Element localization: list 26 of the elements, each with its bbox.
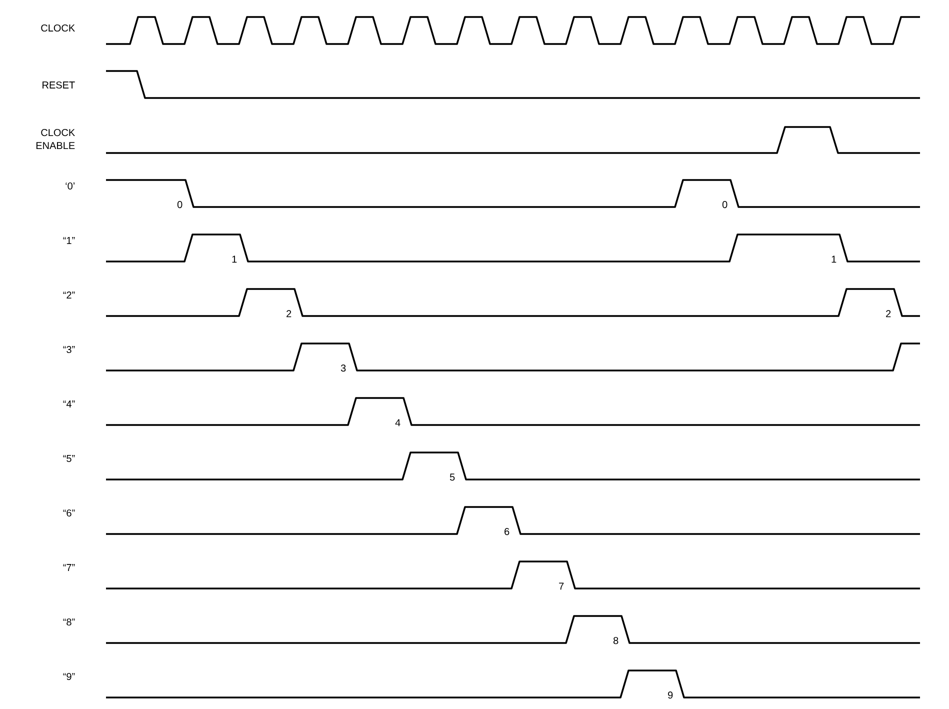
count-label: 9 — [668, 692, 673, 699]
count-label: 1 — [832, 256, 836, 263]
signal-label: “9” — [63, 672, 75, 680]
count-label: 4 — [395, 419, 400, 426]
count-label: 1 — [232, 256, 237, 263]
signal-label: “6” — [63, 509, 75, 517]
signal-label: ‘0’ — [66, 182, 74, 190]
signal-label: CLOCK — [41, 24, 75, 32]
count-label: 2 — [286, 310, 292, 318]
signal-label: “5” — [63, 455, 75, 462]
count-label: 3 — [340, 364, 346, 372]
signal-label: “2” — [63, 292, 75, 298]
count-label: 6 — [504, 528, 510, 536]
signal-label: “7” — [63, 564, 75, 571]
count-label: 0 — [177, 201, 182, 208]
count-label: 0 — [722, 201, 728, 208]
count-label: 2 — [886, 310, 891, 318]
signal-label: RESET — [42, 81, 75, 89]
count-label: 7 — [559, 582, 564, 590]
signal-label: “8” — [63, 618, 75, 626]
signal-label: CLOCK ENABLE — [36, 129, 75, 149]
signal-label: “3” — [63, 346, 75, 354]
count-label: 5 — [450, 474, 455, 481]
signal-label: “4” — [63, 400, 75, 408]
signal-label: “1” — [63, 237, 75, 244]
count-label: 8 — [614, 637, 618, 644]
